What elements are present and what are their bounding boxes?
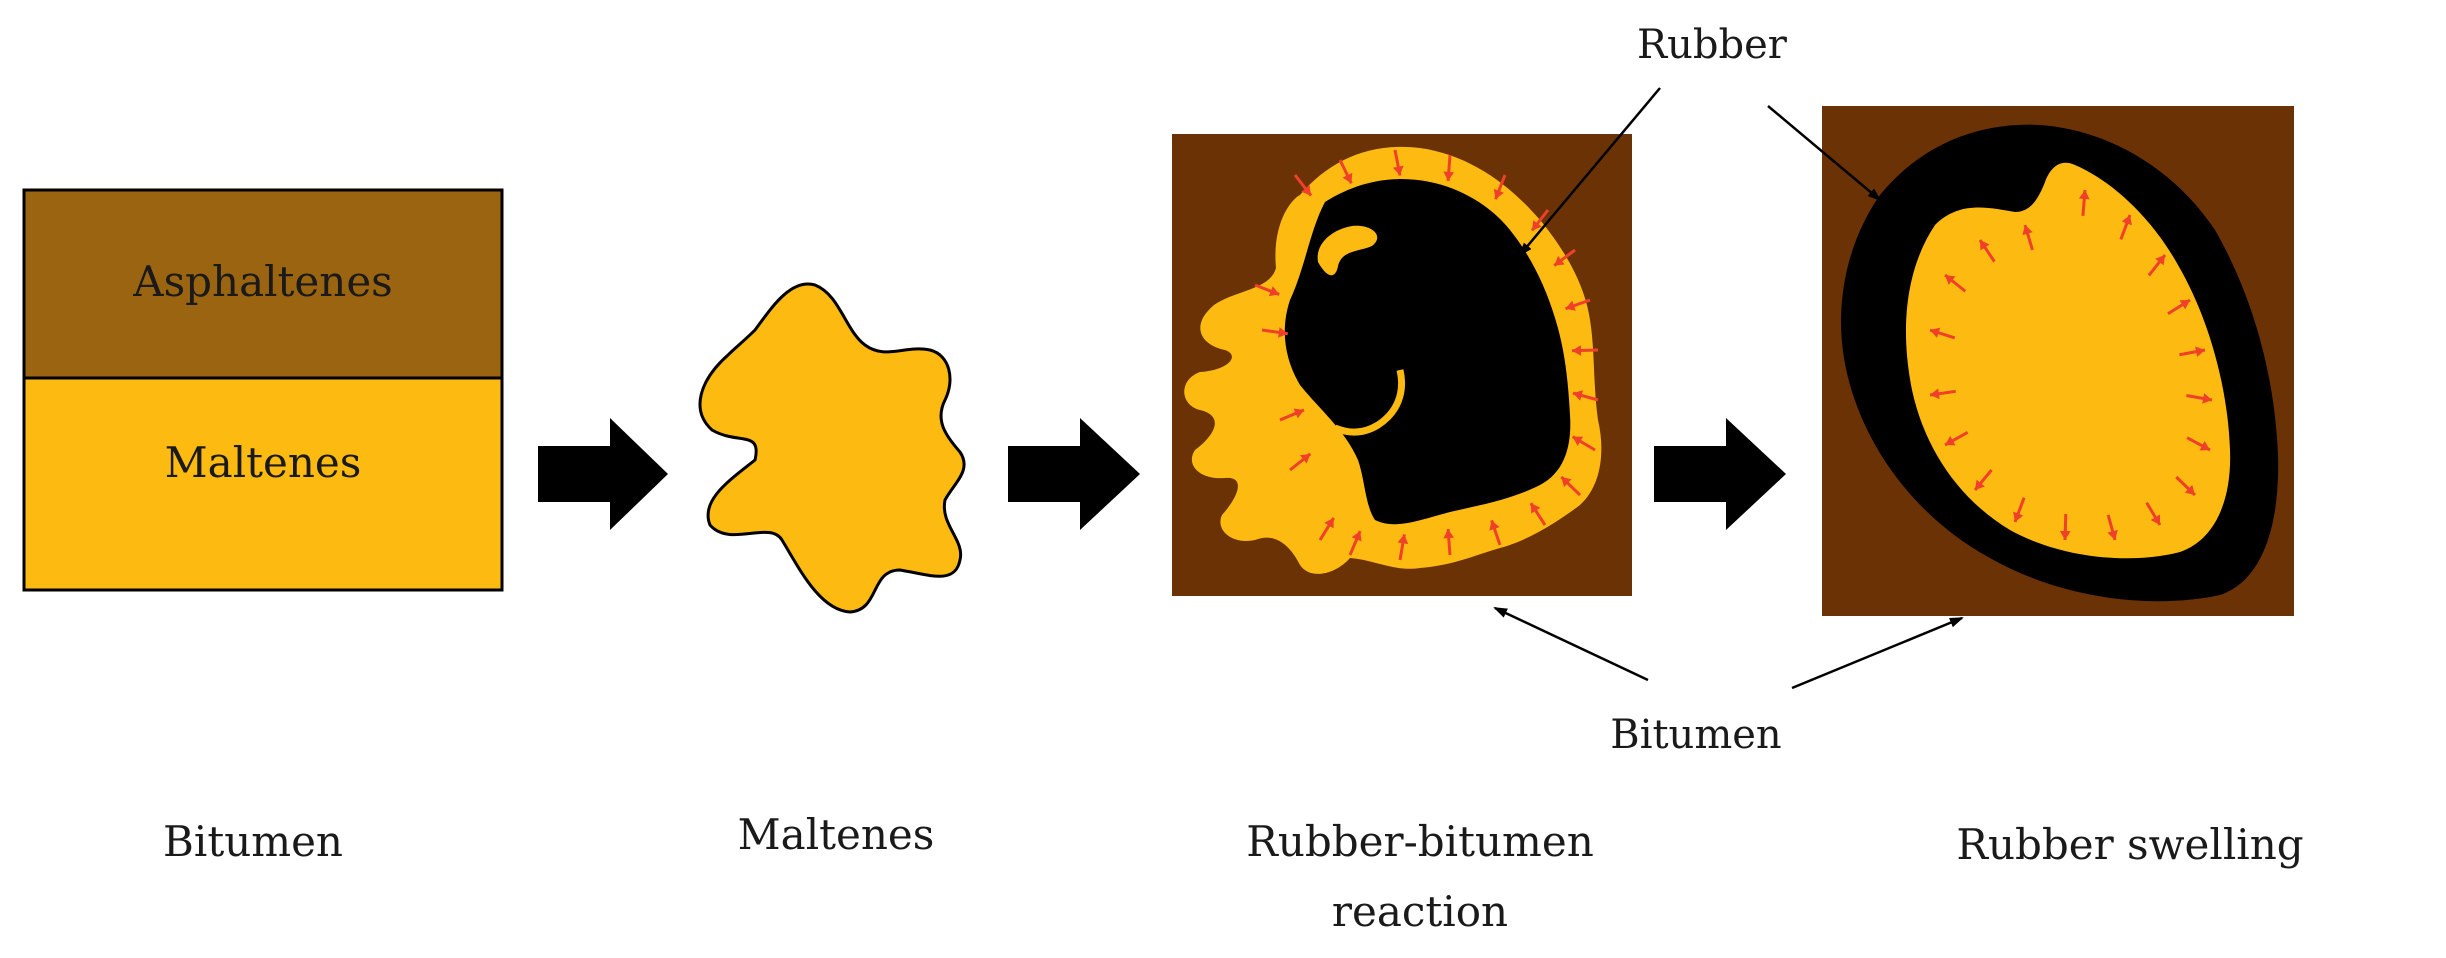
diffusion-arrow [1944, 430, 1969, 447]
diffusion-arrow [1289, 452, 1312, 472]
diffusion-arrow [1489, 519, 1502, 546]
diffusion-arrow [2119, 214, 2132, 240]
diffusion-arrow [1572, 390, 1599, 402]
diffusion-arrow [2186, 436, 2211, 452]
diffusion-arrow [2179, 346, 2206, 357]
diffusion-arrow [1493, 174, 1507, 200]
diffusion-arrow [1978, 239, 1996, 263]
diffusion-arrow [1929, 327, 1956, 340]
diffusion-arrow [2167, 298, 2191, 316]
maltenes-layer [22, 376, 504, 592]
diffusion-arrow [1261, 327, 1288, 338]
diffusion-arrow [1254, 283, 1280, 297]
caption-bitumen: Bitumen [163, 817, 343, 866]
diffusion-arrow [1553, 248, 1576, 267]
process-arrow-2 [1008, 418, 1140, 530]
diffusion-arrow [1443, 154, 1455, 182]
rubber-pointer-reaction [1518, 87, 1661, 257]
caption-reaction-line1: Rubber-bitumen [1246, 817, 1594, 866]
asphaltenes-layer [22, 188, 504, 380]
diffusion-arrow [1929, 388, 1956, 400]
reaction-maltene-hook [1333, 369, 1406, 436]
caption-rubber-swelling: Rubber swelling [1956, 820, 2303, 869]
diffusion-arrow [1397, 534, 1409, 561]
diffusion-arrow [1944, 273, 1967, 293]
maltenes-label: Maltenes [165, 438, 362, 487]
rubber-callout-label: Rubber [1637, 22, 1788, 68]
reaction-square [1172, 134, 1632, 596]
diffusion-arrow [1318, 517, 1336, 541]
diffusion-arrow [2186, 393, 2213, 404]
diffusion-arrow [1348, 530, 1362, 556]
reaction-rubber-particle [1284, 179, 1571, 525]
diffusion-arrow [1571, 435, 1596, 452]
diffusion-arrow [2078, 189, 2090, 217]
reaction-diffusion-arrows [1254, 149, 1599, 561]
diffusion-arrow [1973, 468, 1993, 491]
diffusion-arrow [1571, 345, 1599, 356]
bitumen-callout-label: Bitumen [1610, 712, 1781, 758]
process-arrow-1 [538, 418, 668, 530]
bitumen-composition-box: Asphaltenes Maltenes [22, 188, 504, 592]
swelling-square [1822, 106, 2294, 616]
diffusion-arrow [2175, 475, 2197, 497]
maltenes-blob [698, 282, 966, 614]
diffusion-arrow [1279, 408, 1305, 422]
swelling-diffusion-arrows [1929, 189, 2213, 541]
diffusion-arrow [2013, 497, 2026, 523]
diffusion-arrow [1293, 174, 1313, 197]
diffusion-arrow [1443, 528, 1455, 556]
asphaltenes-label: Asphaltenes [132, 257, 393, 306]
diffusion-arrow [2147, 254, 2167, 277]
reaction-maltene-tongue [1317, 225, 1378, 276]
caption-maltenes: Maltenes [738, 810, 935, 859]
diffusion-arrow [1560, 475, 1582, 497]
callout-pointers [1493, 87, 1964, 690]
bitumen-pointer-reaction [1493, 606, 1649, 682]
diffusion-arrow [1529, 502, 1547, 526]
swelling-maltenes-core [1905, 162, 2231, 559]
diffusion-arrow [2022, 224, 2034, 251]
bitumen-pointer-swelling [1791, 616, 1964, 690]
diffusion-arrow [1392, 149, 1404, 176]
diffusion-arrow [1530, 209, 1550, 232]
rubber-pointer-swelling [1767, 105, 1882, 202]
caption-reaction-line2: reaction [1332, 887, 1508, 936]
process-arrow-3 [1654, 418, 1786, 530]
diffusion-arrow [1338, 159, 1353, 185]
diffusion-arrow [1564, 298, 1591, 311]
diffusion-arrow [2106, 514, 2118, 541]
diffusion-arrow [2145, 501, 2162, 526]
diffusion-arrow [2059, 513, 2071, 541]
